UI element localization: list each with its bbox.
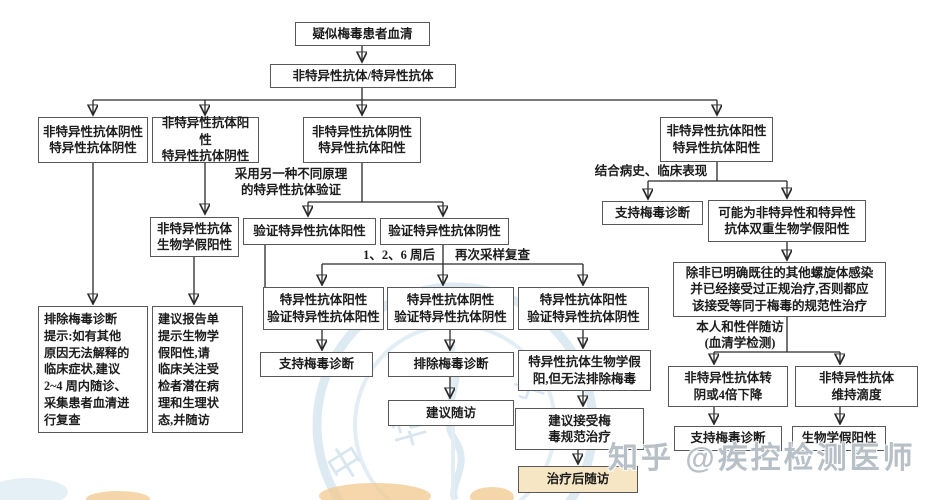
label-resample-recheck: 再次采样复查 [455,247,531,262]
node-verify-positive: 验证特异性抗体阳性 [243,218,376,245]
node-recheck-pos-verify-pos: 特异性抗体阳性 验证特异性抗体阳性 [263,287,384,330]
node-suspect-serum: 疑似梅毒患者血清 [295,22,430,46]
node-unless-prior-treponemal: 除非已明确既往的其他螺旋体感染 并已经接受过正规治疗,否则都应 该接受等同于梅毒… [673,262,886,317]
node-recheck-pos-verify-neg: 特异性抗体阳性 验证特异性抗体阴性 [518,287,649,330]
node-specific-positive-only: 非特异性抗体阴性 特异性抗体阳性 [303,117,421,163]
node-exclude-diagnosis-mid: 排除梅毒诊断 [388,352,514,377]
node-double-bio-false-positive: 可能为非特异性和特异性 抗体双重生物学假阳性 [708,200,866,242]
node-bio-false-positive-bottom: 生物学假阳性 [792,426,886,451]
node-titer-drop: 非特异性抗体转 阴或4倍下降 [668,366,788,407]
label-verify-method: 采用另一种不同原理 的特异性抗体验证 [234,166,348,198]
node-antibody-screen: 非特异性抗体/特异性抗体 [270,64,456,88]
node-support-diagnosis-mid: 支持梅毒诊断 [260,352,373,377]
node-both-negative: 非特异性抗体阴性 特异性抗体阴性 [38,117,148,163]
node-recommend-followup: 建议随访 [388,400,514,426]
label-partner-followup: 本人和性伴随访 (血清学检测) [696,319,784,351]
node-both-positive: 非特异性抗体阳性 特异性抗体阳性 [660,117,773,162]
node-recheck-neg-verify-neg: 特异性抗体阴性 验证特异性抗体阴性 [387,287,514,330]
zhihu-watermark: 知乎 @疾控检测医师 [608,442,916,475]
node-nonspecific-bio-false-positive: 非特异性抗体 生物学假阳性 [150,217,239,257]
node-support-diagnosis-right: 支持梅毒诊断 [602,201,703,225]
node-verify-negative: 验证特异性抗体阴性 [380,218,509,245]
node-exclude-diagnosis-note: 排除梅毒诊断 提示:如有其他 原因无法解释的 临床症状,建议 2~4 周内随诊、… [38,306,148,433]
label-history-clinical: 结合病史、临床表现 [594,164,708,179]
node-specific-bio-false-positive: 特异性抗体生物学假 阳,但无法排除梅毒 [518,350,651,391]
node-report-suggestion-note: 建议报告单 提示生物学 假阳性,请 临床关注受 检者潜在病 理和生理状 态,并随… [152,306,243,433]
node-titer-maintained: 非特异性抗体 维持滴度 [795,366,918,407]
node-support-diagnosis-bottom: 支持梅毒诊断 [674,426,782,451]
node-nonspecific-positive-only: 非特异性抗体阳性 特异性抗体阴性 [152,116,259,163]
label-weeks-after: 1、2、6 周后 [363,247,435,262]
